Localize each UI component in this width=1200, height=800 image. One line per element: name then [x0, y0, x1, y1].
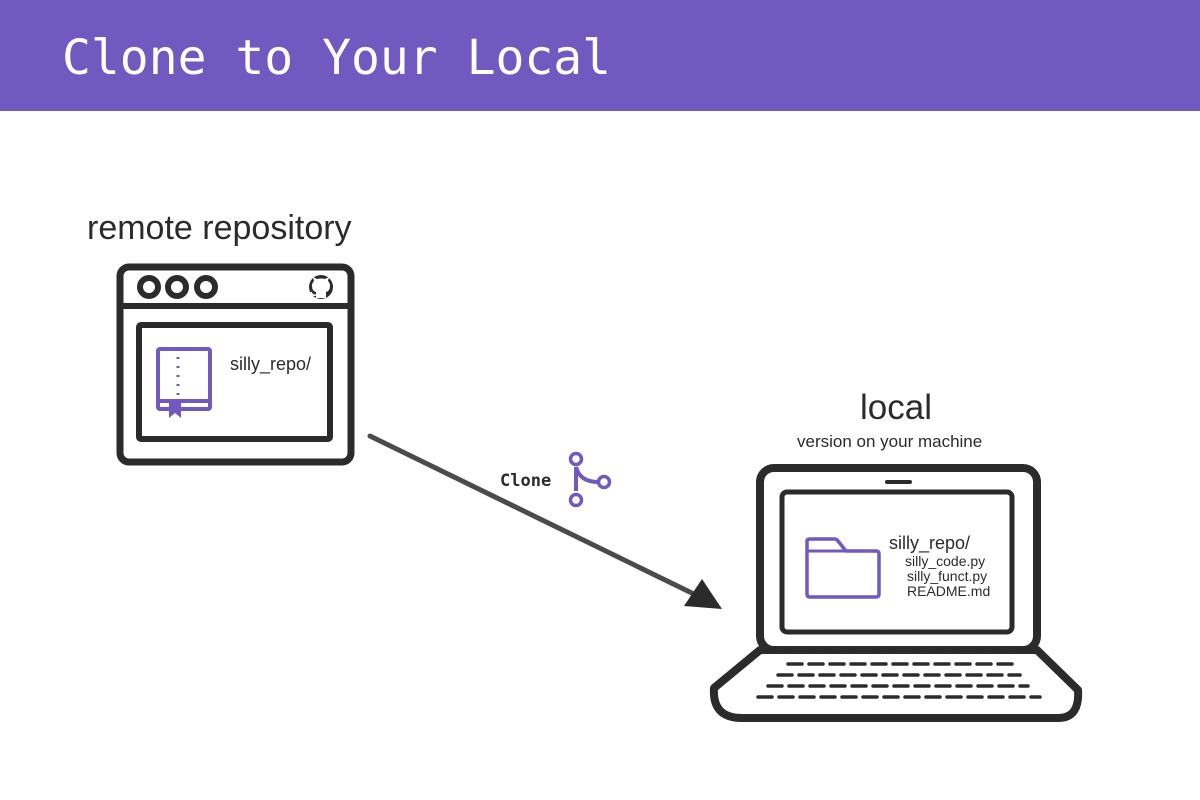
file-item: silly_funct.py	[907, 568, 988, 584]
local-subtitle: version on your machine	[797, 432, 983, 451]
laptop	[709, 464, 1083, 722]
remote-repo-name: silly_repo/	[230, 354, 312, 374]
page-title: Clone to Your Local	[62, 30, 612, 86]
clone-arrow	[367, 433, 722, 609]
local-folder-name: silly_repo/	[889, 533, 971, 553]
file-item: README.md	[907, 583, 991, 599]
clone-label: Clone	[500, 471, 552, 491]
folder-icon	[805, 537, 881, 599]
local-label: local	[860, 388, 932, 427]
github-icon	[309, 275, 333, 299]
browser-window	[116, 263, 355, 466]
header-banner: Clone to Your Local	[0, 0, 1200, 111]
file-item: silly_code.py	[905, 553, 986, 569]
window-control-dots	[137, 275, 218, 299]
keyboard	[756, 650, 1042, 699]
git-fork-icon	[568, 451, 612, 508]
remote-repository-label: remote repository	[87, 209, 352, 247]
repository-book-icon	[156, 347, 212, 418]
